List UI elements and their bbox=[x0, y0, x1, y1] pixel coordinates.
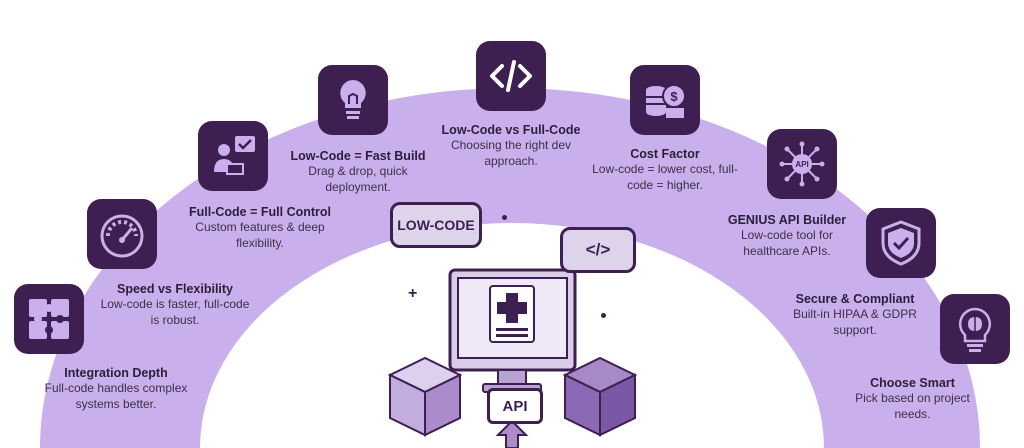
gauge-icon bbox=[87, 199, 157, 269]
card-description: Built-in HIPAA & GDPR support. bbox=[793, 307, 917, 337]
computer-illustration bbox=[387, 268, 638, 448]
card-title: Speed vs Flexibility bbox=[116, 282, 233, 296]
api-badge: API bbox=[487, 388, 543, 424]
card-cost-factor: Cost Factor Low-code = lower cost, full-… bbox=[590, 147, 740, 193]
api-icon: API bbox=[767, 129, 837, 199]
lightbulb-icon bbox=[318, 65, 388, 135]
card-title: Cost Factor bbox=[630, 147, 700, 161]
developer-icon bbox=[198, 121, 268, 191]
card-choose-smart: Choose Smart Pick based on project needs… bbox=[840, 376, 985, 422]
card-description: Low-code tool for healthcare APIs. bbox=[740, 228, 834, 258]
code-icon bbox=[476, 41, 546, 111]
card-description: Full-code handles complex systems better… bbox=[44, 381, 188, 411]
code-bubble: </> bbox=[560, 227, 636, 273]
dot-decoration bbox=[601, 313, 606, 318]
dot-decoration bbox=[502, 215, 507, 220]
card-description: Low-code = lower cost, full-code = highe… bbox=[592, 162, 738, 192]
low-code-bubble: LOW-CODE bbox=[390, 202, 482, 248]
card-full-code-control: Full-Code = Full Control Custom features… bbox=[180, 205, 340, 251]
card-title: Full-Code = Full Control bbox=[189, 205, 331, 219]
card-genius-api-builder: GENIUS API Builder Low-code tool for hea… bbox=[712, 213, 862, 259]
plus-icon: + bbox=[408, 285, 418, 302]
card-speed-vs-flexibility: Speed vs Flexibility Low-code is faster,… bbox=[100, 282, 250, 328]
card-title: Low-Code = Fast Build bbox=[290, 149, 426, 163]
card-low-code-fast-build: Low-Code = Fast Build Drag & drop, quick… bbox=[288, 149, 428, 195]
coins-icon: $ bbox=[630, 65, 700, 135]
card-description: Low-code is faster, full-code is robust. bbox=[100, 297, 250, 327]
card-title: Integration Depth bbox=[64, 366, 168, 380]
brain-bulb-icon bbox=[940, 294, 1010, 364]
svg-text:API: API bbox=[795, 160, 808, 169]
card-title: Choose Smart bbox=[870, 376, 955, 390]
puzzle-icon bbox=[14, 284, 84, 354]
card-integration-depth: Integration Depth Full-code handles comp… bbox=[36, 366, 196, 412]
svg-text:$: $ bbox=[670, 89, 678, 104]
card-title: GENIUS API Builder bbox=[727, 213, 847, 227]
card-description: Choosing the right dev approach. bbox=[450, 138, 572, 168]
card-low-code-vs-full-code: Low-Code vs Full-Code Choosing the right… bbox=[436, 123, 586, 169]
card-title: Low-Code vs Full-Code bbox=[441, 123, 581, 137]
center-illustration: LOW-CODE </> API bbox=[380, 195, 650, 448]
card-secure-compliant: Secure & Compliant Built-in HIPAA & GDPR… bbox=[770, 292, 940, 338]
card-description: Pick based on project needs. bbox=[855, 391, 970, 421]
card-title: Secure & Compliant bbox=[795, 292, 915, 306]
card-description: Custom features & deep flexibility. bbox=[195, 220, 325, 250]
shield-icon bbox=[866, 208, 936, 278]
card-description: Drag & drop, quick deployment. bbox=[308, 164, 408, 194]
